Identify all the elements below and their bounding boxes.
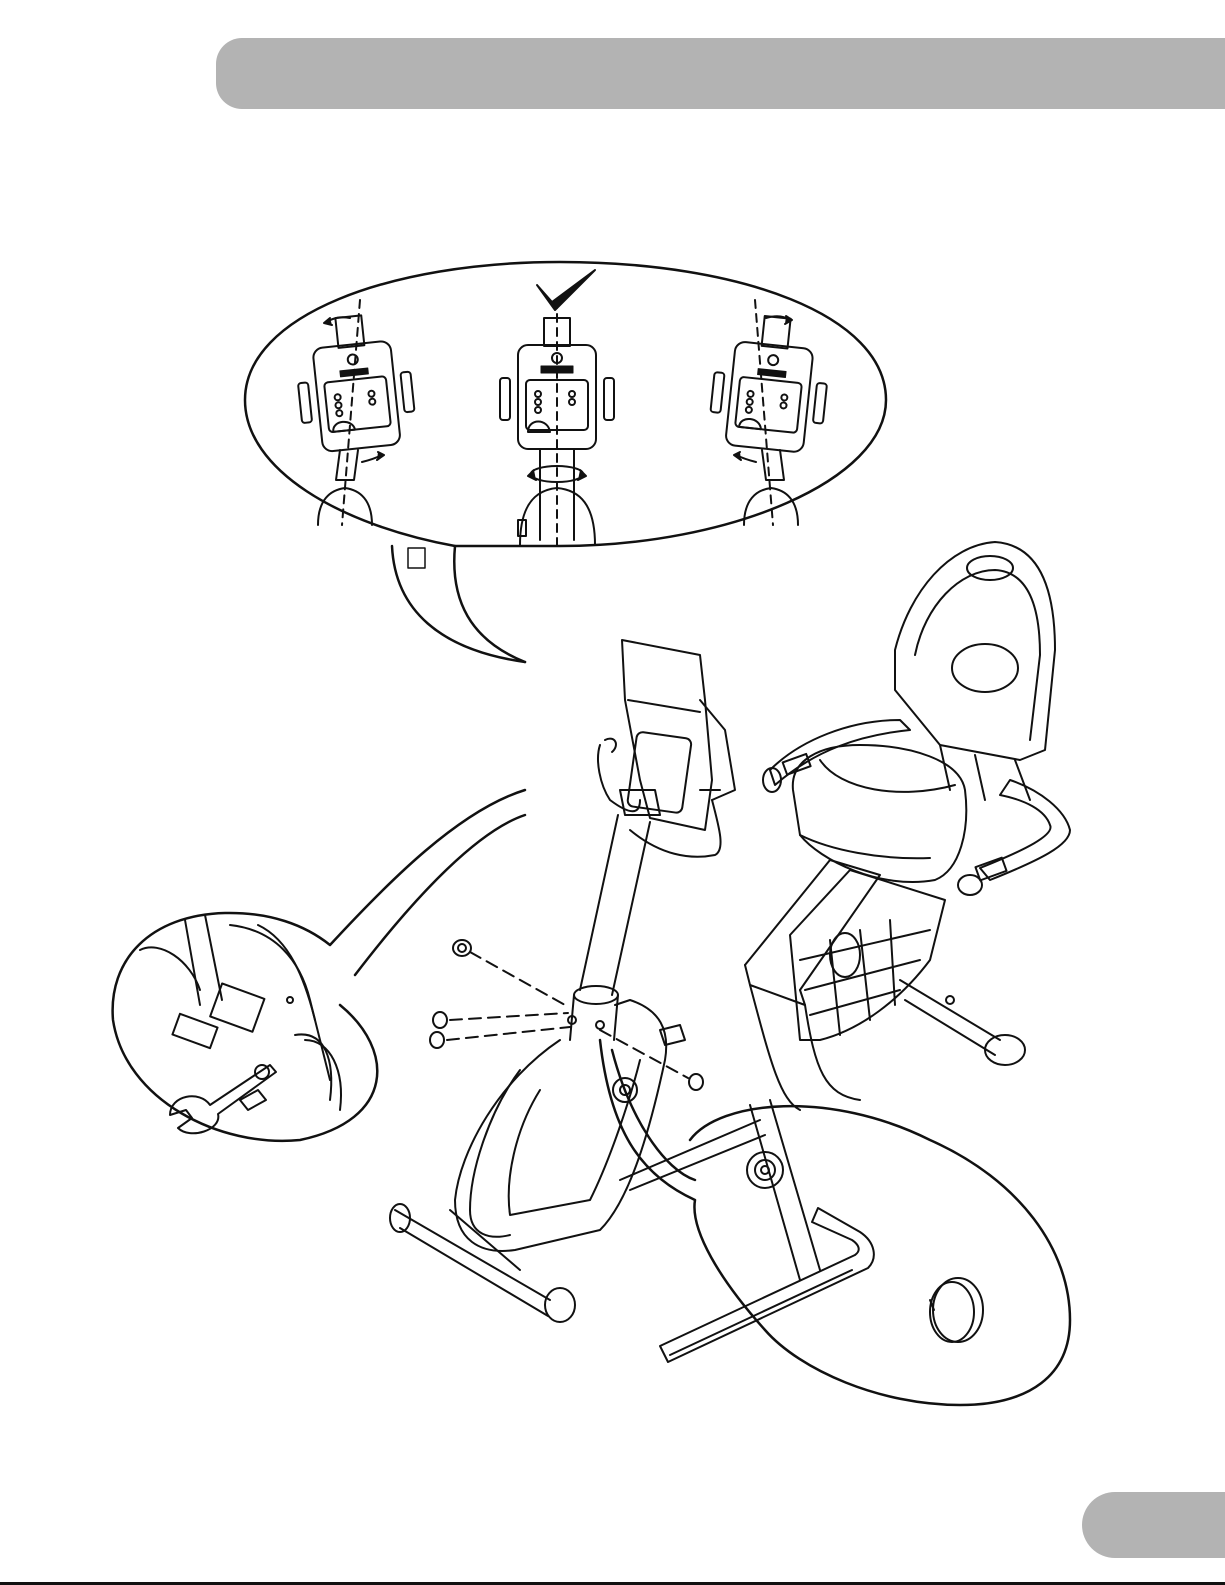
page-number-tab [1082,1492,1225,1558]
exploded-hardware [430,940,703,1090]
end-cap-icon [930,1278,983,1342]
hex-key-and-cap-callout [600,1040,1070,1405]
console-view-tilted-right [707,311,833,454]
console-alignment-callout [245,262,886,662]
handlebar-bolt-callout [113,790,525,1141]
checkmark-icon [537,270,595,310]
recumbent-bike-drawing [390,542,1070,1322]
small-box-marker [408,548,425,568]
console-view-tilted-left [292,311,418,454]
wrench-icon [170,1065,276,1133]
hex-key-icon [660,1208,874,1362]
